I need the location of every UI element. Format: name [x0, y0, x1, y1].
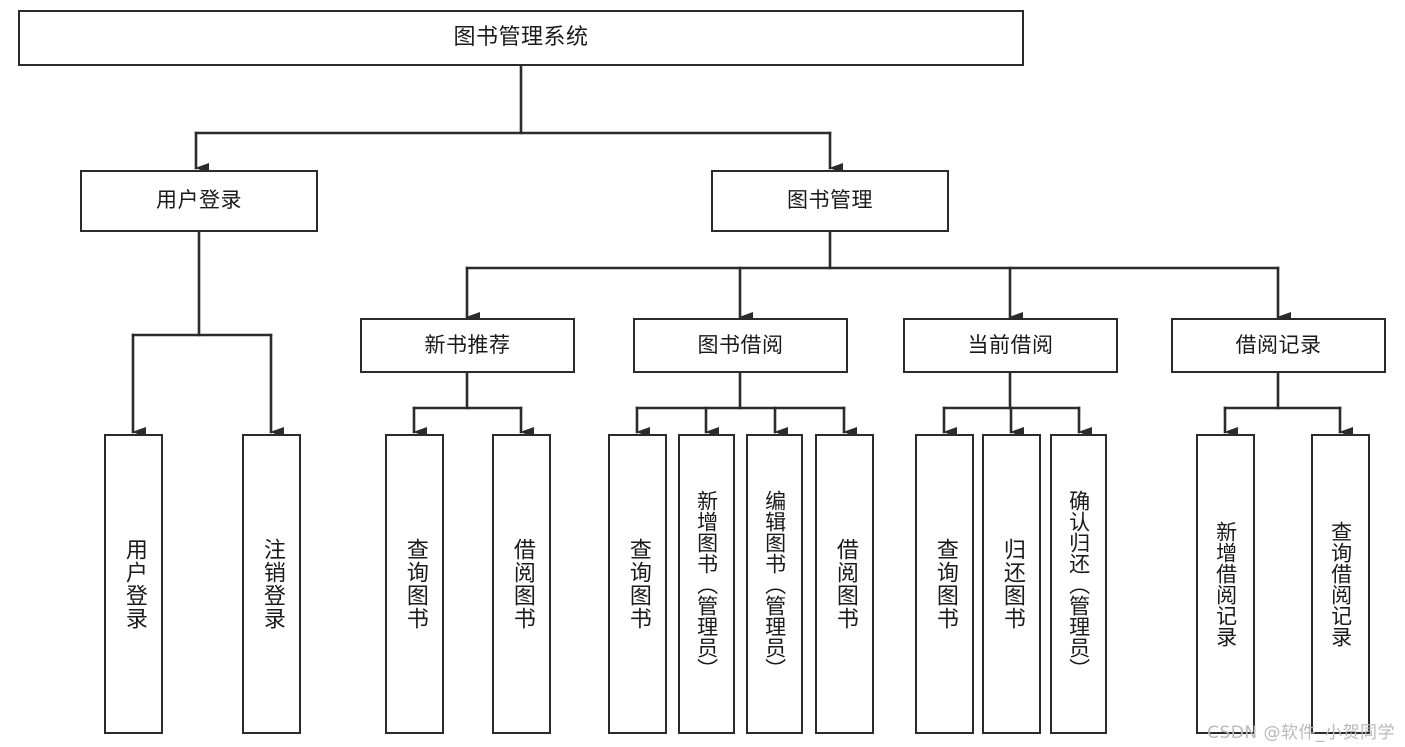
node-root-label: 图书管理系统: [453, 24, 589, 50]
leaf-add-book-admin-label: 新增图书（管理员）: [694, 489, 719, 679]
leaf-query-book-recommend-label: 查询图书: [402, 538, 428, 630]
leaf-user-login-label: 用户登录: [121, 538, 147, 630]
leaf-query-book-recommend[interactable]: 查询图书: [385, 434, 444, 734]
csdn-watermark: CSDN @软件_小贺同学: [1207, 723, 1395, 743]
leaf-logout-label: 注销登录: [259, 538, 285, 630]
node-root-book-management-system[interactable]: 图书管理系统: [18, 10, 1024, 66]
leaf-add-borrow-record-label: 新增借阅记录: [1213, 521, 1238, 647]
leaf-query-book-borrow-label: 查询图书: [625, 538, 651, 630]
node-current-borrow[interactable]: 当前借阅: [903, 318, 1118, 373]
node-new-book-recommend-label: 新书推荐: [424, 332, 511, 357]
node-current-borrow-label: 当前借阅: [967, 332, 1054, 357]
node-book-management-label: 图书管理: [787, 188, 873, 213]
leaf-edit-book-admin-label: 编辑图书（管理员）: [762, 489, 787, 679]
node-book-management[interactable]: 图书管理: [711, 170, 949, 232]
leaf-add-book-admin[interactable]: 新增图书（管理员）: [678, 434, 735, 734]
leaf-query-book-current[interactable]: 查询图书: [915, 434, 974, 734]
leaf-query-book-borrow[interactable]: 查询图书: [608, 434, 667, 734]
leaf-confirm-return-admin-label: 确认归还（管理员）: [1066, 489, 1091, 679]
node-user-login[interactable]: 用户登录: [80, 170, 318, 232]
node-borrow-record-label: 借阅记录: [1235, 332, 1322, 357]
leaf-user-login[interactable]: 用户登录: [104, 434, 163, 734]
leaf-borrow-book[interactable]: 借阅图书: [815, 434, 874, 734]
leaf-query-borrow-record-label: 查询借阅记录: [1328, 521, 1353, 647]
leaf-query-borrow-record[interactable]: 查询借阅记录: [1311, 434, 1370, 734]
leaf-borrow-book-recommend[interactable]: 借阅图书: [492, 434, 551, 734]
leaf-return-book[interactable]: 归还图书: [982, 434, 1041, 734]
node-user-login-label: 用户登录: [156, 188, 242, 213]
leaf-borrow-book-recommend-label: 借阅图书: [509, 538, 535, 630]
node-book-borrow[interactable]: 图书借阅: [633, 318, 848, 373]
leaf-add-borrow-record[interactable]: 新增借阅记录: [1196, 434, 1255, 734]
leaf-borrow-book-label: 借阅图书: [832, 538, 858, 630]
node-borrow-record[interactable]: 借阅记录: [1171, 318, 1386, 373]
node-book-borrow-label: 图书借阅: [697, 332, 784, 357]
leaf-logout[interactable]: 注销登录: [242, 434, 301, 734]
node-new-book-recommend[interactable]: 新书推荐: [360, 318, 575, 373]
leaf-query-book-current-label: 查询图书: [932, 538, 958, 630]
leaf-edit-book-admin[interactable]: 编辑图书（管理员）: [746, 434, 803, 734]
leaf-confirm-return-admin[interactable]: 确认归还（管理员）: [1050, 434, 1107, 734]
leaf-return-book-label: 归还图书: [999, 538, 1025, 630]
